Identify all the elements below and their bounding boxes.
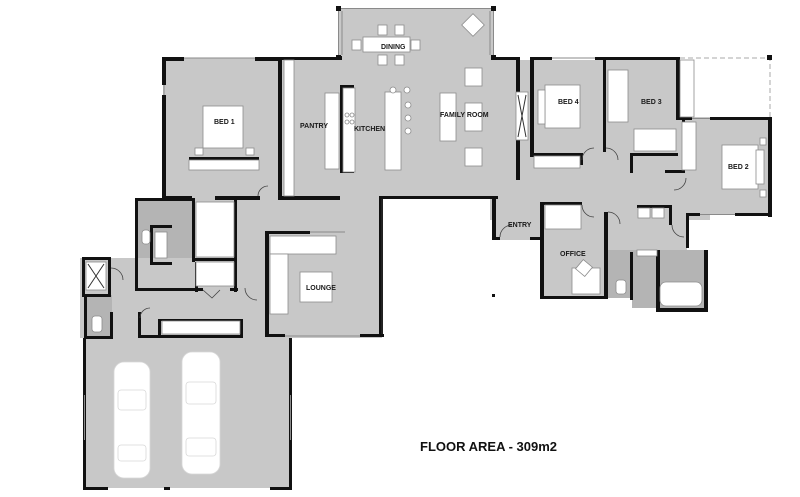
bed2-robe — [681, 121, 697, 171]
label-lounge: LOUNGE — [306, 285, 336, 292]
car-1 — [113, 361, 151, 479]
label-family-room: FAMILY ROOM — [440, 112, 489, 119]
label-pantry: PANTRY — [300, 123, 328, 130]
bed3-robe — [679, 59, 695, 118]
label-office: OFFICE — [560, 251, 586, 258]
label-entry: ENTRY — [508, 222, 532, 229]
label-kitchen: KITCHEN — [354, 126, 385, 133]
bed1-bed — [188, 105, 260, 171]
vanity — [636, 249, 658, 257]
bed4-bed — [537, 84, 581, 129]
room-labels: DINING KITCHEN PANTRY FAMILY ROOM BED 1 … — [214, 44, 749, 292]
bed3-bed-2 — [633, 128, 677, 152]
family-ottoman — [464, 102, 483, 132]
floor-entry — [496, 198, 541, 240]
family-chair-1 — [464, 67, 483, 87]
dining-table — [351, 24, 421, 66]
walk-in-robe — [195, 201, 235, 258]
label-bed2: BED 2 — [728, 164, 749, 171]
office-chair — [574, 258, 594, 278]
floor-lounge — [240, 198, 382, 338]
office-desk — [544, 204, 582, 230]
family-sofa — [439, 92, 457, 142]
bed2-bed — [721, 137, 767, 198]
ensuite-vanity — [154, 231, 168, 259]
toilet-bath — [615, 279, 627, 295]
wardrobe — [195, 261, 235, 287]
doors — [110, 147, 687, 319]
pantry-bench — [324, 92, 340, 170]
family-chair-2 — [464, 147, 483, 167]
armchair-dining — [461, 13, 485, 37]
garage-cars — [113, 351, 221, 479]
label-bed3: BED 3 — [641, 99, 662, 106]
car-2 — [181, 351, 221, 475]
laundry-bench — [161, 320, 241, 335]
bathtub — [659, 281, 703, 307]
toilet-west — [91, 315, 103, 333]
label-bed1: BED 1 — [214, 119, 235, 126]
basin-1 — [637, 207, 651, 219]
floor-area-title: FLOOR AREA - 309m2 — [420, 439, 557, 454]
deck-outline — [680, 55, 772, 117]
pantry-shelves — [283, 59, 295, 197]
lounge-sofa — [269, 235, 337, 315]
basin-2 — [651, 207, 665, 219]
bed3-bed-1 — [607, 69, 629, 123]
kitchen-bench — [342, 87, 356, 173]
furniture — [85, 13, 767, 335]
bed4-robe — [533, 155, 581, 169]
label-dining: DINING — [381, 44, 406, 51]
kitchen-island — [384, 91, 402, 171]
ensuite-toilet — [141, 229, 151, 245]
label-bed4: BED 4 — [558, 99, 579, 106]
column-marker — [492, 294, 495, 297]
